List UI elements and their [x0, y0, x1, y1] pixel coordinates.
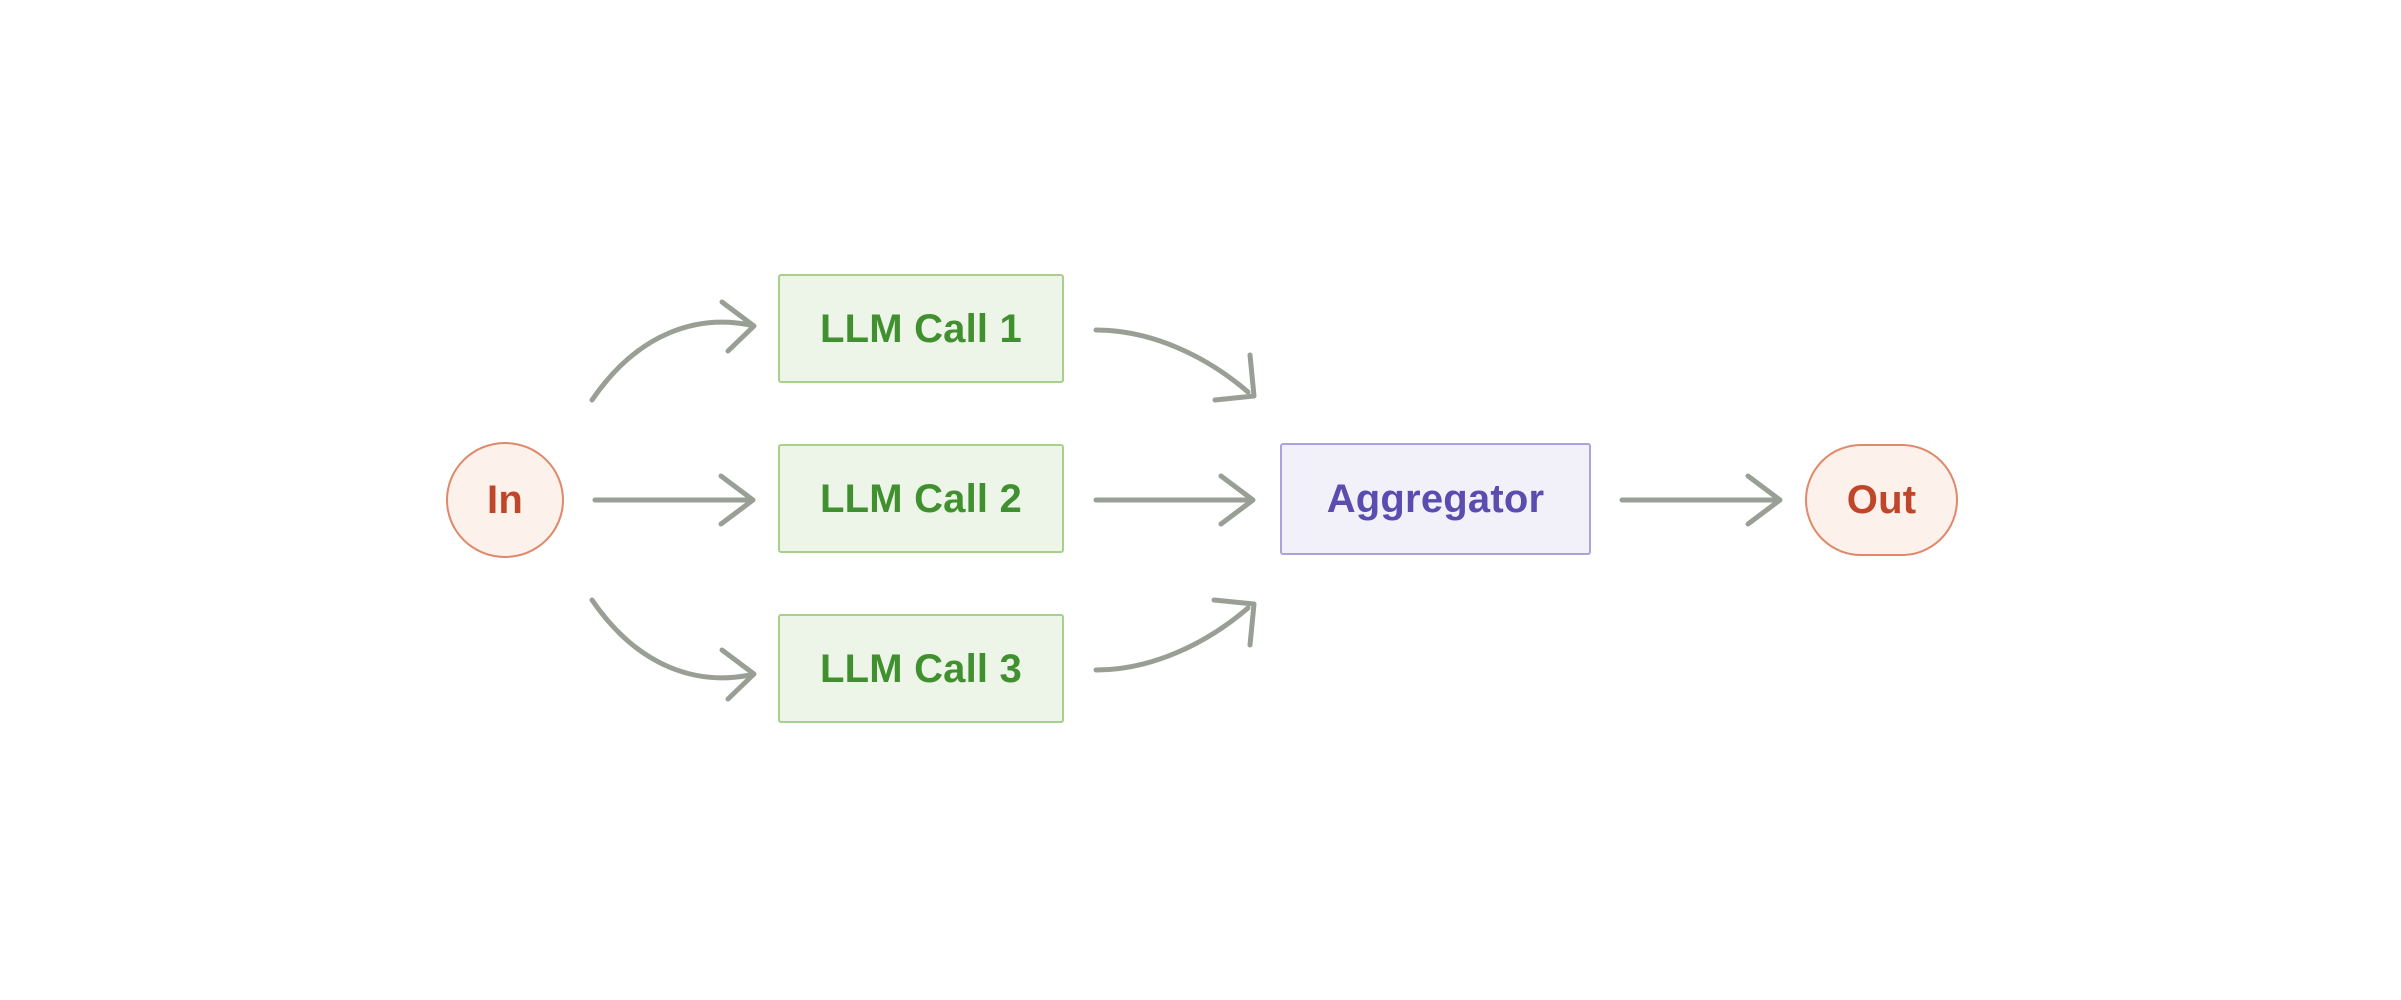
- edge-llm-1-to-aggregator: [1093, 327, 1257, 403]
- node-aggregator-label: Aggregator: [1326, 477, 1545, 521]
- node-out[interactable]: Out: [1805, 444, 1958, 556]
- node-llm-call-2[interactable]: LLM Call 2: [778, 444, 1064, 553]
- node-in-label: In: [487, 478, 523, 522]
- edge-llm-3-to-aggregator: [1093, 597, 1257, 673]
- node-in[interactable]: In: [446, 442, 564, 558]
- node-llm-call-3[interactable]: LLM Call 3: [778, 614, 1064, 723]
- node-llm-call-3-label: LLM Call 3: [819, 646, 1023, 691]
- node-llm-call-1[interactable]: LLM Call 1: [778, 274, 1064, 383]
- node-llm-call-2-label: LLM Call 2: [819, 476, 1023, 521]
- edge-aggregator-to-out: [1619, 473, 1783, 527]
- node-llm-call-1-label: LLM Call 1: [819, 306, 1023, 351]
- edge-in-to-llm-1: [589, 299, 757, 403]
- edge-llm-2-to-aggregator: [1093, 473, 1256, 527]
- node-aggregator[interactable]: Aggregator: [1280, 443, 1591, 555]
- node-out-label: Out: [1846, 478, 1917, 522]
- edge-in-to-llm-3: [589, 597, 757, 702]
- edge-in-to-llm-2: [592, 473, 756, 527]
